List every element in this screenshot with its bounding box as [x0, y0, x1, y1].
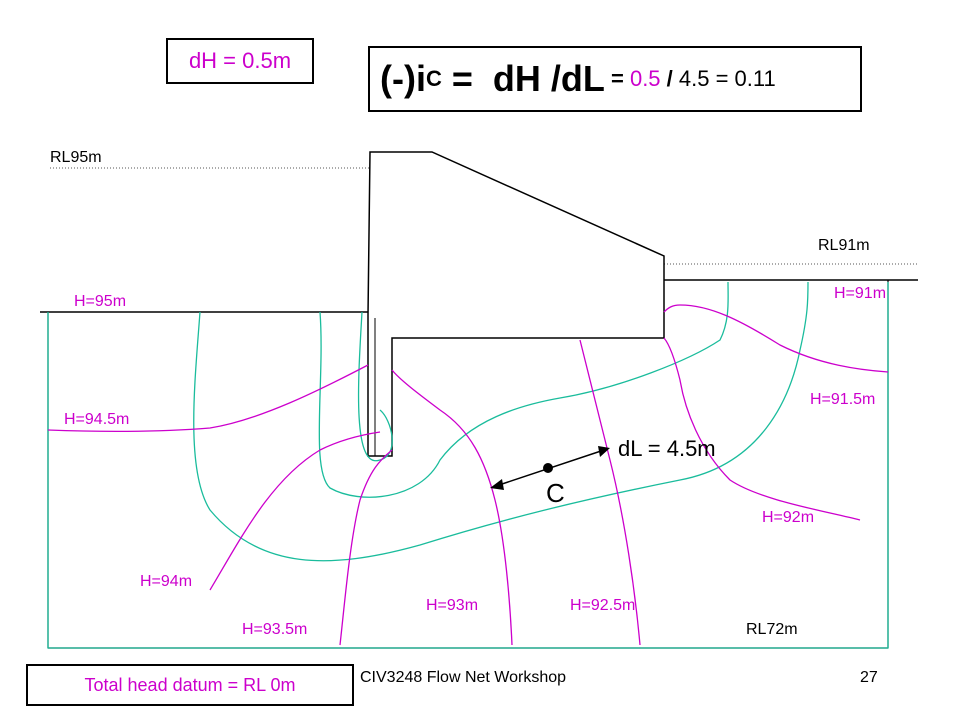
flow-line-1 [357, 311, 393, 462]
dl-arrow-line [495, 449, 605, 487]
equation-prefix: (-)i [380, 58, 426, 99]
equipotential-line-93-5 [339, 449, 393, 646]
equipotential-label-93: H=93m [426, 597, 478, 614]
equation-subscript: C [425, 66, 442, 91]
equipotential-lines [47, 304, 889, 646]
equation-result: 4.5 = 0.11 [678, 66, 776, 91]
equipotential-line-94 [209, 431, 381, 591]
equipotential-line-93 [391, 369, 513, 646]
equipotential-line-91-5 [663, 304, 889, 373]
dam-structure [367, 151, 665, 457]
dl-arrowhead-right [598, 446, 610, 457]
base-level-label: RL72m [746, 621, 798, 638]
head-drop-label: dH = 0.5m [188, 48, 292, 73]
equation-slash: / [660, 66, 679, 91]
upstream-level-label: RL95m [50, 149, 102, 166]
flow-lines [47, 281, 889, 649]
flow-line-3 [193, 281, 809, 562]
equipotential-line-92 [663, 337, 861, 521]
equipotential-label-92-5: H=92.5m [570, 597, 635, 614]
datum-label: Total head datum = RL 0m [84, 674, 296, 695]
downstream-level-label: RL91m [818, 237, 870, 254]
flow-line-2 [318, 281, 729, 498]
equipotential-label-92: H=92m [762, 509, 814, 526]
equipotential-label-91: H=91m [834, 285, 886, 302]
equipotential-line-94-5 [47, 364, 369, 432]
equipotential-label-91-5: H=91.5m [810, 391, 875, 408]
equipotential-label-94-5: H=94.5m [64, 411, 129, 428]
dl-label: dL = 4.5m [618, 436, 716, 461]
dl-arrowhead-left [490, 479, 504, 490]
datum-box: Total head datum = RL 0m [26, 664, 354, 706]
equipotential-label-93-5: H=93.5m [242, 621, 307, 638]
equipotential-line-92-5 [579, 339, 641, 646]
equation-equals: = [604, 66, 630, 91]
flow-line-4 [47, 282, 889, 649]
equation-dh-value: 0.5 [629, 66, 661, 91]
page-number: 27 [860, 669, 878, 686]
head-drop-box: dH = 0.5m [166, 38, 314, 84]
equipotential-label-95: H=95m [74, 293, 126, 310]
equipotential-label-94: H=94m [140, 573, 192, 590]
point-c-label: C [546, 478, 565, 508]
footer-title: CIV3248 Flow Net Workshop [360, 669, 566, 686]
equation-middle: = dH /dL [441, 58, 605, 99]
